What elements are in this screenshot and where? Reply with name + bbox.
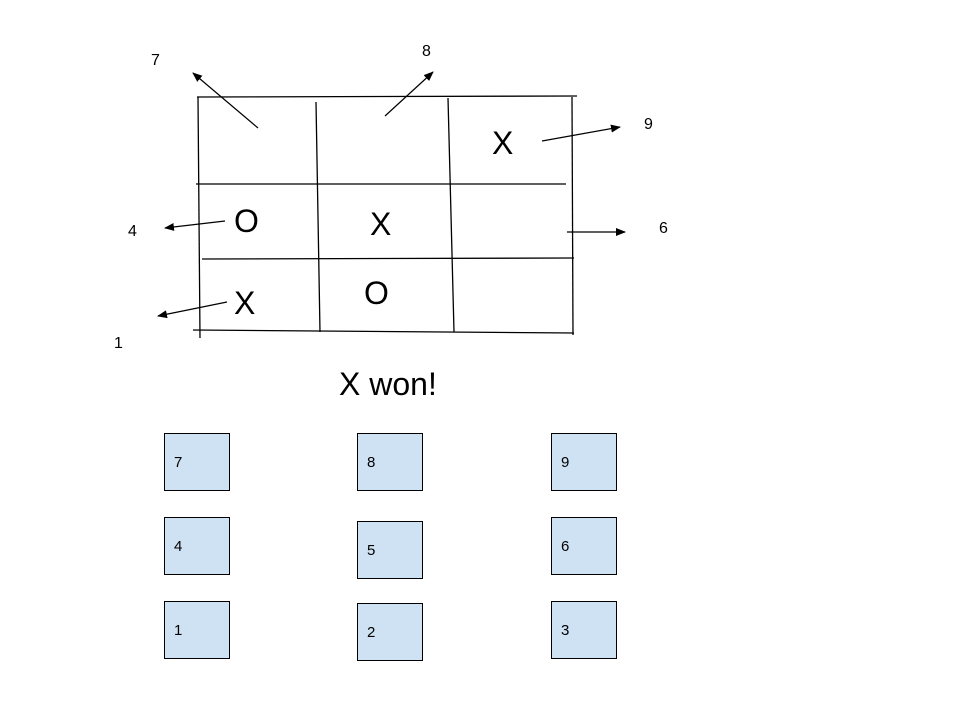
keypad-button-7[interactable]: 7 (164, 433, 230, 491)
arrow-4 (164, 220, 226, 231)
arrow-7 (192, 72, 259, 129)
cell-bottom-middle-mark: O (364, 275, 389, 311)
keypad-button-6[interactable]: 6 (551, 517, 617, 575)
grid-line-left (197, 96, 201, 339)
cell-top-right-mark: X (492, 125, 514, 161)
keypad-button-3-label: 3 (561, 622, 570, 639)
grid-line-right (571, 96, 574, 336)
keypad-button-9-label: 9 (561, 454, 570, 471)
keypad-button-4-label: 4 (174, 538, 183, 555)
callout-label-9: 9 (644, 116, 653, 133)
arrow-1 (157, 301, 228, 319)
callout-label-6: 6 (659, 220, 668, 237)
grid-line-col-1 (315, 101, 321, 333)
keypad-button-9[interactable]: 9 (551, 433, 617, 491)
cell-bottom-left-mark: X (234, 285, 256, 321)
keypad-button-1[interactable]: 1 (164, 601, 230, 659)
keypad-button-6-label: 6 (561, 538, 570, 555)
keypad-button-2-label: 2 (367, 624, 376, 641)
keypad-button-5[interactable]: 5 (357, 521, 423, 579)
cell-middle-left-mark: O (234, 203, 259, 239)
keypad-button-4[interactable]: 4 (164, 517, 230, 575)
callout-label-7: 7 (151, 52, 160, 69)
keypad-button-8[interactable]: 8 (357, 433, 423, 491)
callout-label-4: 4 (128, 223, 137, 240)
callout-arrows (157, 71, 626, 319)
board-grid (192, 95, 578, 339)
grid-line-bottom (192, 329, 575, 334)
grid-line-top (196, 95, 578, 98)
grid-line-col-2 (447, 97, 455, 333)
keypad-button-3[interactable]: 3 (551, 601, 617, 659)
keypad-button-7-label: 7 (174, 454, 183, 471)
keypad-button-8-label: 8 (367, 454, 376, 471)
arrow-8 (384, 71, 434, 117)
game-result-text: X won! (339, 366, 437, 402)
keypad-button-1-label: 1 (174, 622, 183, 639)
keypad-button-2[interactable]: 2 (357, 603, 423, 661)
keypad-button-5-label: 5 (367, 542, 376, 559)
grid-line-row-2 (201, 257, 575, 260)
cell-center-mark: X (370, 206, 392, 242)
callout-label-8: 8 (422, 43, 431, 60)
callout-label-1: 1 (114, 335, 123, 352)
arrow-9 (541, 124, 621, 142)
